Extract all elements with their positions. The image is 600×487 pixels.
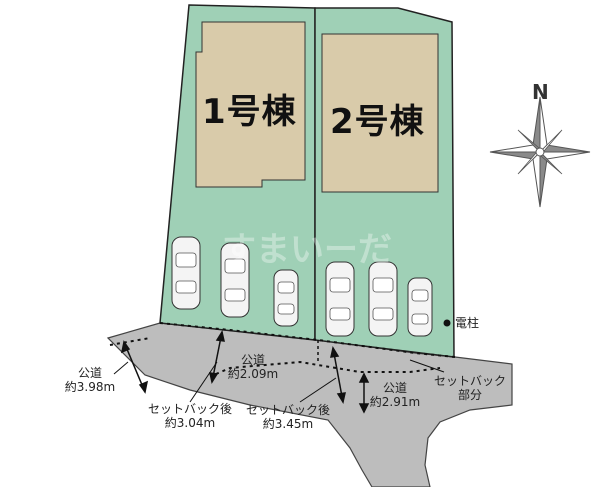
setback-after-1-line2: 約3.04m: [164, 416, 216, 430]
setback-after-1-line1: セットバック後: [147, 402, 232, 416]
building-2-label: 2号棟: [330, 102, 425, 142]
dim-arrow-setback-2: [330, 346, 346, 404]
setback-after-2-line2: 約3.45m: [262, 417, 314, 431]
watermark: すまいーだ: [222, 230, 392, 270]
leader-setback-part: [409, 359, 445, 373]
car-icon: [325, 261, 355, 337]
building-1-label: 1号棟: [202, 92, 297, 132]
setback-after-2-line1: セットバック後: [245, 403, 330, 417]
car-icon: [273, 269, 299, 327]
leader-setback-1: [189, 361, 218, 403]
compass-rose-icon: [489, 96, 591, 208]
setback-part-line1: セットバック: [433, 374, 506, 388]
setback-after-1-label: セットバック後 約3.04m: [140, 402, 240, 430]
road-mid-label: 公道 約2.09m: [218, 353, 288, 381]
setback-part-line2: 部分: [457, 388, 482, 402]
setback-line-road: [109, 337, 441, 375]
dim-arrow-setback-1: [209, 330, 225, 384]
utility-pole-label: 電柱: [455, 316, 480, 330]
utility-pole-icon: [443, 319, 451, 327]
road-west-line2: 約3.98m: [64, 380, 116, 394]
road-west-label: 公道 約3.98m: [55, 366, 125, 394]
compass-north-label: N: [532, 80, 549, 104]
road-mid-line2: 約2.09m: [227, 367, 279, 381]
building-1: [195, 21, 306, 188]
setback-part-label: セットバック 部分: [425, 374, 515, 402]
leader-road-west: [113, 361, 129, 375]
setback-after-2-label: セットバック後 約3.45m: [238, 403, 338, 431]
car-icon: [407, 277, 433, 337]
dim-arrow-road-east: [358, 372, 370, 414]
car-icon: [220, 242, 250, 318]
car-icon: [171, 236, 201, 310]
dim-arrow-road-west: [120, 340, 149, 394]
road-east-line2: 約2.91m: [369, 395, 421, 409]
road-mid-line1: 公道: [240, 353, 265, 367]
leader-setback-2: [299, 377, 337, 403]
road-east-label: 公道 約2.91m: [360, 381, 430, 409]
car-icon: [368, 261, 398, 337]
road-east-line1: 公道: [382, 381, 407, 395]
road-west-line1: 公道: [77, 366, 102, 380]
building-2: [321, 33, 439, 193]
